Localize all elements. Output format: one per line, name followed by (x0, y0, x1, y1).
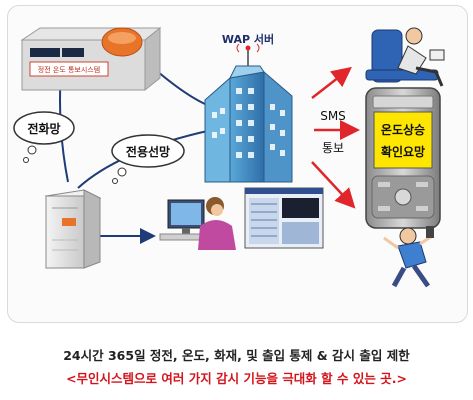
notify-label: 통보 (322, 141, 344, 155)
server-tower-icon (44, 189, 102, 269)
caption-line2: <무인시스템으로 여러 가지 감시 기능을 극대화 할 수 있는 곳.> (66, 371, 407, 386)
wap-server-label: WAP 서버 (222, 32, 274, 46)
arrow-to-traveler (311, 66, 352, 99)
caption-line1: 24시간 365일 정전, 온도, 화재, 및 출입 통제 & 감시 출입 제한 (63, 348, 410, 363)
system-diagram: 정전 온도 통보시스템 WAP 서버 전화망 (13, 26, 445, 288)
phone-screen-line2: 확인요망 (381, 144, 425, 159)
sms-label: SMS (320, 109, 346, 123)
operator-at-desk-icon (159, 197, 236, 250)
phone-screen-line1: 온도상승 (381, 122, 425, 137)
monitoring-device-icon (20, 26, 162, 92)
mobile-phone-icon (365, 87, 441, 229)
wap-server-building-icon (204, 43, 293, 183)
phone-network-label: 전화망 (27, 121, 60, 136)
device-label: 정전 온도 통보시스템 (38, 65, 100, 74)
phone-network-cloud (13, 111, 75, 163)
leased-line-cloud (111, 134, 185, 184)
monitoring-software-thumbnail (244, 187, 324, 249)
traveler-icon (365, 27, 445, 87)
leased-line-label: 전용선망 (126, 144, 170, 159)
arrow-to-runner (311, 161, 356, 209)
running-person-icon (383, 226, 434, 288)
